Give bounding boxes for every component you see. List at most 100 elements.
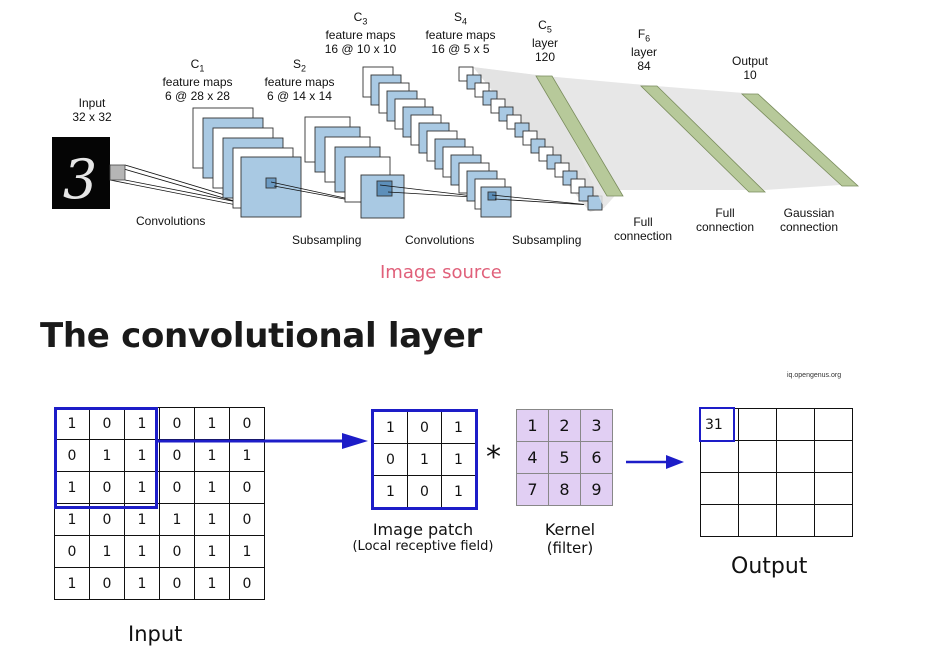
op-gaussian-connection: Gaussian connection	[773, 206, 845, 234]
input-matrix-cell: 1	[194, 407, 230, 440]
kernel-matrix-cell: 5	[548, 441, 581, 474]
kernel-matrix-cell: 3	[580, 409, 613, 442]
output-first-cell-highlight	[699, 407, 735, 442]
s4-line2: feature maps	[425, 28, 496, 43]
output-arrow	[626, 455, 684, 469]
patch-caption-line1: Image patch	[372, 520, 474, 539]
input-caption: Input	[128, 622, 183, 646]
patch-matrix-cell: 1	[441, 443, 477, 476]
kernel-caption-line1: Kernel	[544, 520, 596, 539]
s2-name: S2	[292, 57, 307, 74]
output-matrix-cell	[700, 504, 739, 537]
s4-label: S4 feature maps 16 @ 5 x 5	[413, 10, 508, 56]
input-matrix-cell: 0	[54, 535, 90, 568]
kernel-matrix-cell: 4	[516, 441, 549, 474]
op-subsampling-2: Subsampling	[512, 233, 582, 247]
output-matrix-cell	[814, 472, 853, 505]
input-matrix-cell: 1	[124, 439, 160, 472]
patch-matrix-cell: 1	[407, 443, 442, 476]
input-matrix-cell: 0	[229, 407, 265, 440]
input-matrix-cell: 0	[89, 567, 125, 600]
output-matrix-cell: 31	[700, 408, 739, 441]
op-subsampling-1: Subsampling	[292, 233, 362, 247]
input-matrix-cell: 1	[124, 535, 160, 568]
input-matrix-cell: 1	[194, 503, 230, 536]
s2-line2: feature maps	[264, 75, 335, 90]
image-source-link[interactable]: Image source	[380, 262, 502, 283]
c3-line2: feature maps	[325, 28, 396, 43]
image-credit: iq.opengenus.org	[787, 372, 842, 379]
kernel-matrix-cell: 8	[548, 473, 581, 506]
input-matrix-cell: 1	[194, 471, 230, 504]
f6-line2: layer	[630, 45, 657, 60]
input-matrix-cell: 1	[124, 567, 160, 600]
patch-matrix-cell: 0	[372, 443, 408, 476]
kernel-caption-line2: (filter)	[546, 539, 594, 557]
c5-label: C5 layer 120	[515, 18, 575, 64]
output-matrix-row	[700, 472, 853, 505]
f6-line3: 84	[637, 59, 651, 74]
input-digit: 3	[63, 148, 97, 211]
c3-s4-lines	[491, 194, 591, 206]
input-matrix-cell: 1	[54, 567, 90, 600]
kernel-matrix-cell: 7	[516, 473, 549, 506]
c1-label: C1 feature maps 6 @ 28 x 28	[150, 57, 245, 103]
c5-line2: layer	[531, 36, 558, 51]
op-gauss-line1: Gaussian	[783, 206, 835, 220]
input-image	[52, 137, 110, 209]
kernel-matrix-cell: 9	[580, 473, 613, 506]
patch-matrix-cell: 1	[441, 475, 477, 509]
c3-feature-map-stack	[362, 66, 512, 218]
output-matrix-cell	[738, 408, 777, 441]
patch-matrix-cell: 1	[372, 410, 408, 444]
patch-caption-line2: (Local receptive field)	[352, 539, 494, 554]
patch-arrow	[156, 433, 368, 449]
op-convolutions-1: Convolutions	[136, 214, 206, 228]
s4-name: S4	[453, 10, 468, 27]
input-matrix-cell: 0	[229, 471, 265, 504]
input-matrix-cell: 0	[54, 439, 90, 472]
op-full-1-line1: Full	[633, 215, 653, 229]
input-matrix-cell: 1	[194, 535, 230, 568]
c3-label: C3 feature maps 16 @ 10 x 10	[313, 10, 408, 56]
patch-matrix-cell: 1	[441, 410, 477, 444]
output-matrix-cell	[814, 440, 853, 473]
op-full-2-line1: Full	[715, 206, 735, 220]
input-matrix-cell: 1	[159, 503, 195, 536]
output-caption: Output	[731, 554, 808, 579]
section-heading: The convolutional layer	[40, 316, 482, 356]
input-matrix-cell: 0	[159, 567, 195, 600]
input-matrix-cell: 0	[229, 567, 265, 600]
c1-feature-map-stack	[192, 107, 302, 218]
c5-name: C5	[538, 18, 552, 35]
kernel-matrix-cell: 2	[548, 409, 581, 442]
f6-layer-bar	[640, 85, 766, 193]
c5-line3: 120	[534, 50, 556, 65]
convolution-operator: *	[486, 440, 501, 475]
c5-layer-bar	[535, 75, 624, 197]
output-matrix-cell	[776, 504, 815, 537]
patch-caption: Image patch (Local receptive field)	[338, 520, 508, 554]
input-matrix-cell: 1	[89, 535, 125, 568]
output-matrix-body: 31	[700, 408, 853, 537]
input-matrix-cell: 0	[159, 535, 195, 568]
output-matrix: 31	[700, 408, 853, 537]
input-matrix-cell: 0	[159, 471, 195, 504]
c1-line2: feature maps	[162, 75, 233, 90]
kernel-matrix-cell: 1	[516, 409, 549, 442]
s2-line3: 6 @ 14 x 14	[267, 89, 332, 104]
output-matrix-row	[700, 440, 853, 473]
output-line2: 10	[743, 68, 757, 82]
